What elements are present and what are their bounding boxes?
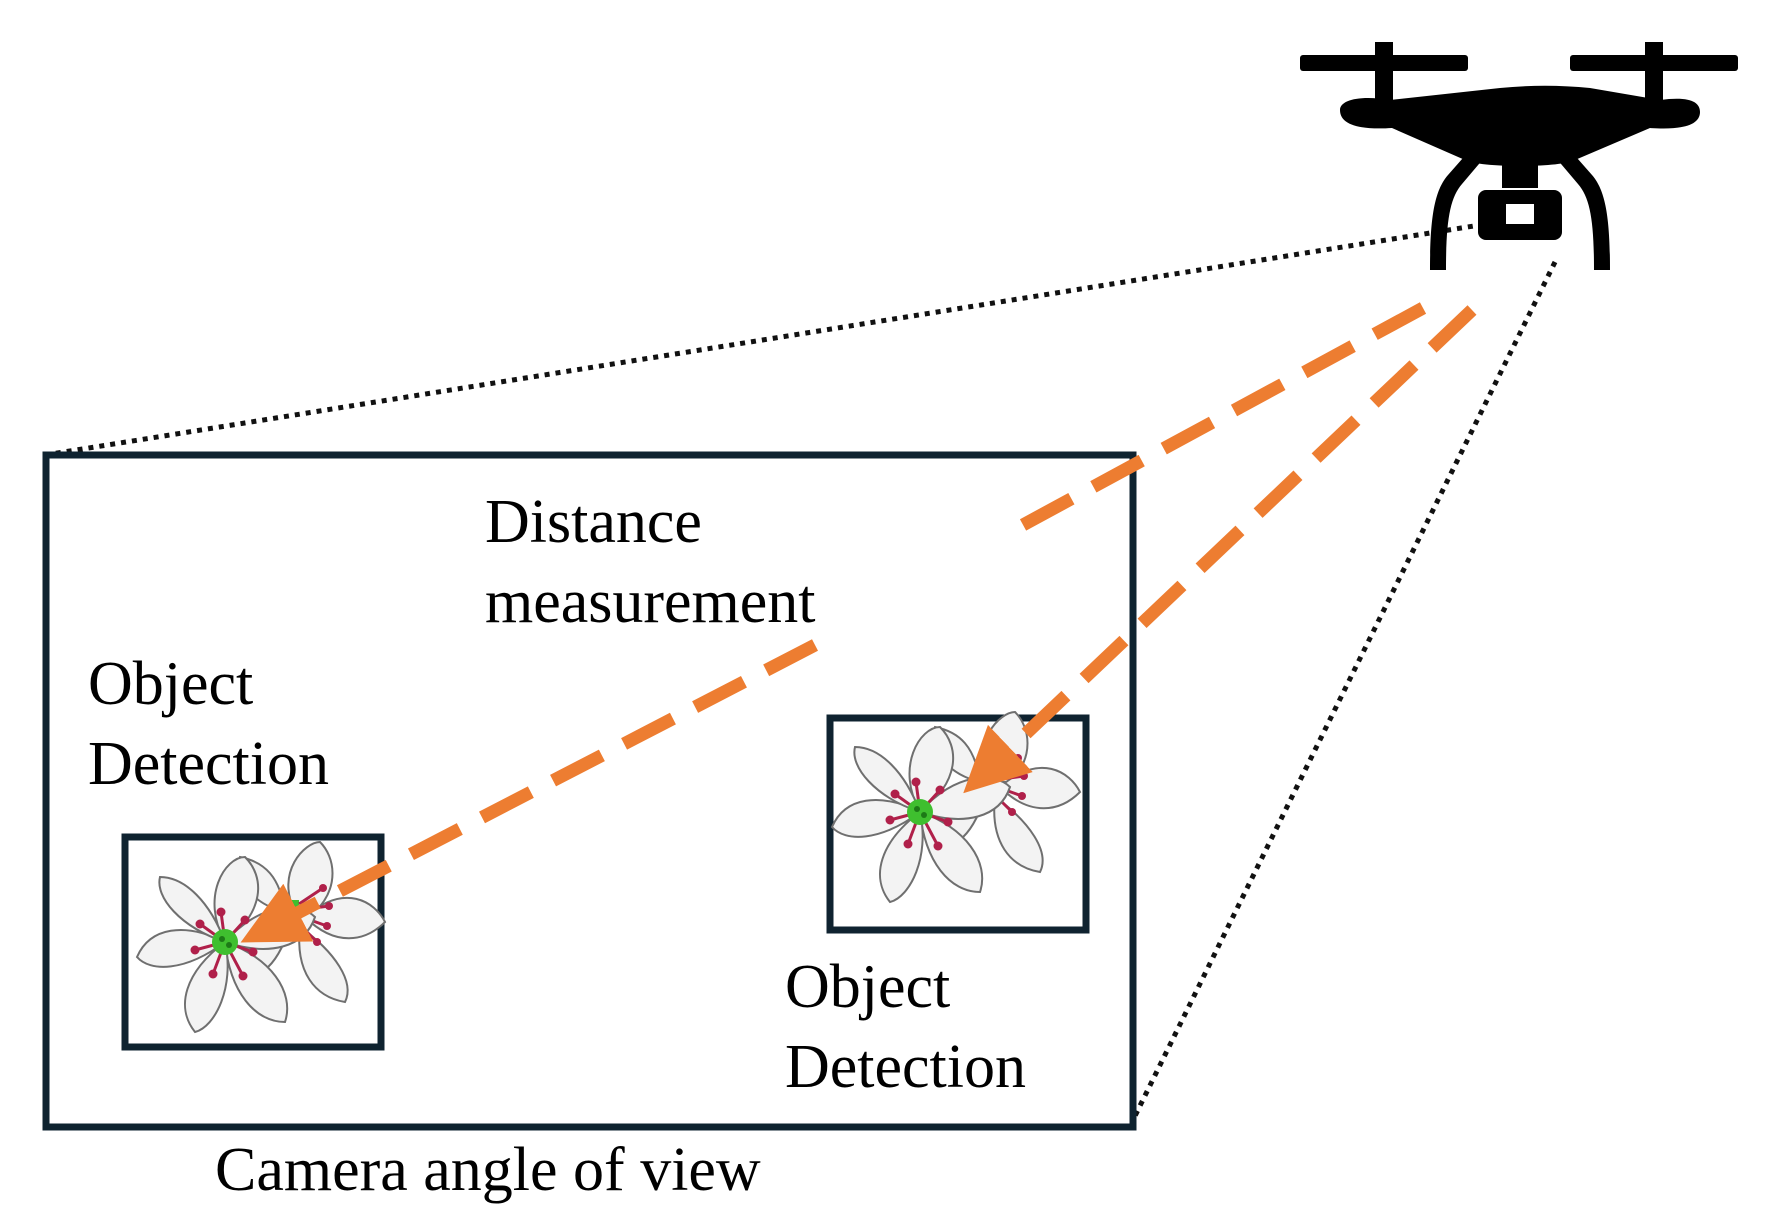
left-detection-label-line1: Object [88,650,254,718]
distance-label-line1: Distance [485,488,702,556]
arrow-to-left-object [240,639,818,943]
arrow-to-right-object [963,305,1477,794]
camera-frame [42,451,1137,1131]
arrow-to-frame [1006,302,1427,538]
fov-line-left [44,222,1481,458]
left-detection-label-line2: Detection [88,730,330,798]
detection-box-left [121,833,387,1051]
camera-view-label: Camera angle of view [215,1136,761,1204]
fov-line-right [1130,260,1558,1122]
detection-box-right [826,710,1090,934]
right-detection-label-line1: Object [785,953,951,1021]
distance-label-line2: measurement [485,568,816,636]
drone-icon [1300,42,1738,270]
distance-arrows [240,302,1477,943]
right-detection-label-line2: Detection [785,1033,1027,1101]
